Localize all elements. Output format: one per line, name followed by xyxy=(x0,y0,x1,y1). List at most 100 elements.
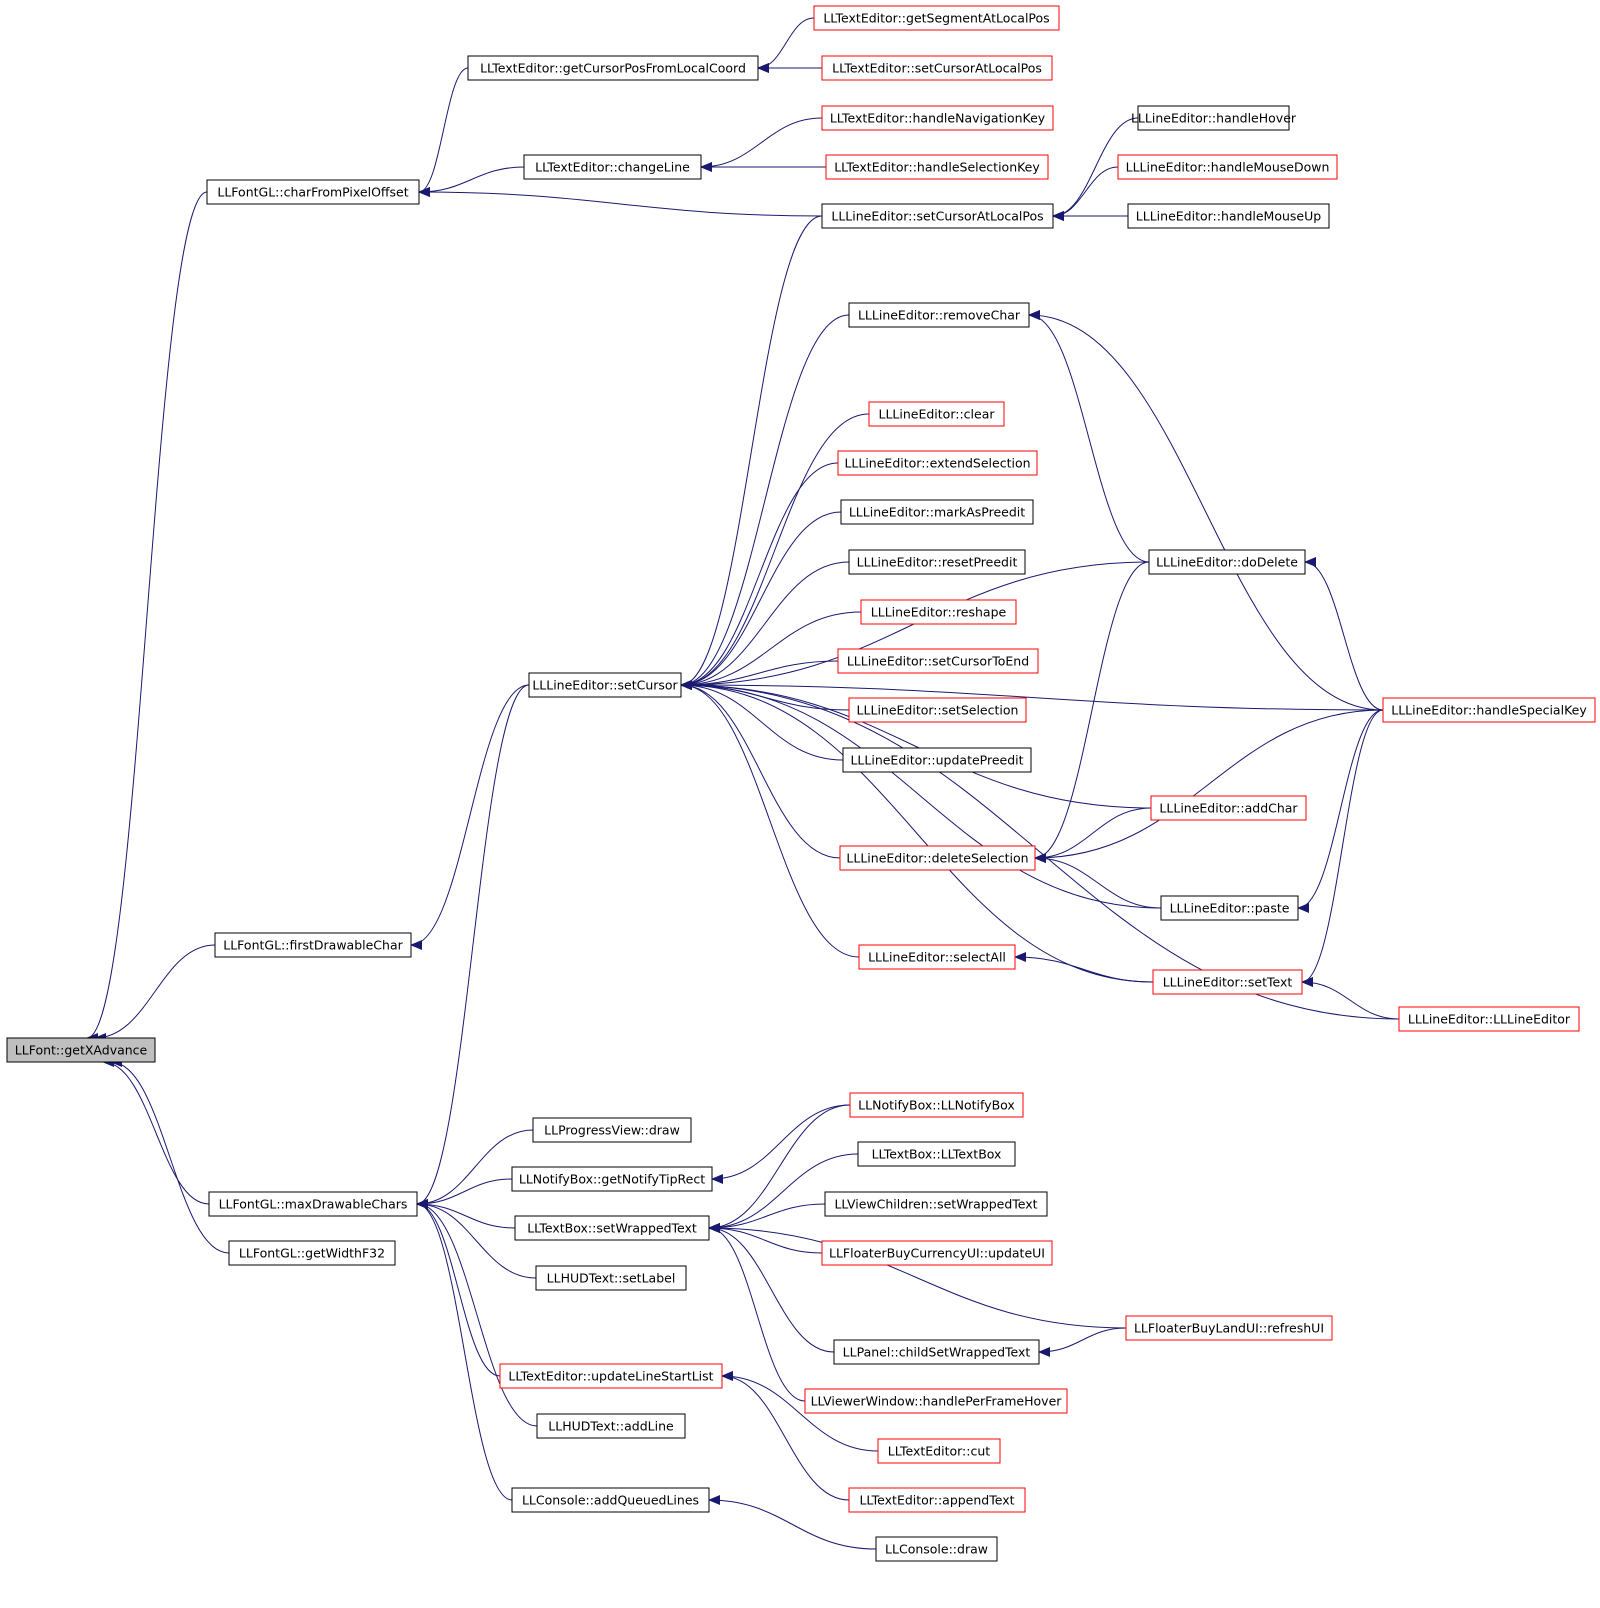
node-clear[interactable]: LLLineEditor::clear xyxy=(868,401,1005,427)
node-resetPreedit[interactable]: LLLineEditor::resetPreedit xyxy=(848,549,1026,575)
call-edge-doDelete-to-removeChar xyxy=(1028,310,1150,563)
node-hudSetLabel[interactable]: LLHUDText::setLabel xyxy=(535,1265,687,1291)
node-getNotifyTipRect[interactable]: LLNotifyBox::getNotifyTipRect xyxy=(511,1166,713,1192)
node-label: LLTextEditor::appendText xyxy=(859,1493,1014,1508)
node-box xyxy=(1398,1006,1580,1032)
node-label: LLLineEditor::setCursor xyxy=(532,678,678,693)
node-box xyxy=(868,401,1005,427)
node-teCut[interactable]: LLTextEditor::cut xyxy=(877,1438,1001,1464)
node-label: LLLineEditor::removeChar xyxy=(858,308,1021,323)
call-edge-vcSetWrappedText-to-tbSetWrappedText xyxy=(708,1203,826,1233)
node-setText[interactable]: LLLineEditor::setText xyxy=(1152,969,1303,995)
call-edge-buyLandRefreshUI-to-childSetWrappedText xyxy=(1038,1327,1127,1357)
call-edge-progressDraw-to-maxDrawableChars xyxy=(416,1129,534,1209)
node-handleMouseDown[interactable]: LLLineEditor::handleMouseDown xyxy=(1117,154,1338,180)
node-getSegmentAtLocalPos[interactable]: LLTextEditor::getSegmentAtLocalPos xyxy=(813,5,1060,31)
call-edge-textBoxCtor-to-tbSetWrappedText xyxy=(708,1153,859,1233)
call-edge-updateLineStartList-to-maxDrawableChars xyxy=(416,1199,501,1377)
node-progressDraw[interactable]: LLProgressView::draw xyxy=(532,1117,692,1143)
node-label: LLConsole::addQueuedLines xyxy=(522,1493,699,1508)
node-label: LLLineEditor::markAsPreedit xyxy=(849,505,1025,520)
node-handlePerFrameHover[interactable]: LLViewerWindow::handlePerFrameHover xyxy=(804,1388,1068,1414)
call-edge-leSetCursorAtLocalPos-to-charFromPixelOffset xyxy=(418,187,823,217)
node-updatePreedit[interactable]: LLLineEditor::updatePreedit xyxy=(842,747,1032,773)
node-firstDrawableChar[interactable]: LLFontGL::firstDrawableChar xyxy=(214,932,412,958)
call-edge-charFromPixelOffset-to-root xyxy=(86,191,208,1043)
node-maxDrawableChars[interactable]: LLFontGL::maxDrawableChars xyxy=(208,1191,418,1217)
call-edge-reshape-to-setCursor xyxy=(680,611,862,690)
edges-layer xyxy=(86,17,1400,1550)
node-label: LLViewerWindow::handlePerFrameHover xyxy=(811,1394,1063,1409)
call-edge-removeChar-to-setCursor xyxy=(680,314,850,690)
node-deleteSelection[interactable]: LLLineEditor::deleteSelection xyxy=(839,845,1036,871)
node-handleMouseUp[interactable]: LLLineEditor::handleMouseUp xyxy=(1127,203,1330,229)
node-addQueuedLines[interactable]: LLConsole::addQueuedLines xyxy=(511,1487,710,1513)
node-appendText[interactable]: LLTextEditor::appendText xyxy=(848,1487,1026,1513)
call-edge-paste-to-deleteSelection xyxy=(1034,853,1162,909)
node-vcSetWrappedText[interactable]: LLViewChildren::setWrappedText xyxy=(824,1191,1048,1217)
node-root[interactable]: LLFont::getXAdvance xyxy=(6,1037,156,1063)
node-label: LLTextEditor::handleSelectionKey xyxy=(834,160,1040,175)
node-buyCurrencyUpdateUI[interactable]: LLFloaterBuyCurrencyUI::updateUI xyxy=(821,1240,1053,1266)
node-box xyxy=(821,1240,1053,1266)
call-edge-handleSpecialKey-to-setText xyxy=(1301,709,1384,987)
node-box xyxy=(804,1388,1068,1414)
node-paste[interactable]: LLLineEditor::paste xyxy=(1160,895,1299,921)
node-label: LLTextBox::setWrappedText xyxy=(527,1221,697,1236)
node-box xyxy=(514,1215,710,1241)
node-selectAll[interactable]: LLLineEditor::selectAll xyxy=(858,944,1016,970)
node-box xyxy=(532,1117,692,1143)
node-label: LLLineEditor::doDelete xyxy=(1156,555,1298,570)
node-notifyBoxCtor[interactable]: LLNotifyBox::LLNotifyBox xyxy=(849,1092,1024,1118)
node-label: LLLineEditor::setSelection xyxy=(857,703,1019,718)
node-label: LLConsole::draw xyxy=(885,1542,988,1557)
node-charFromPixelOffset[interactable]: LLFontGL::charFromPixelOffset xyxy=(206,179,420,205)
call-edge-selectAll-to-setCursor xyxy=(680,680,860,958)
call-edge-llLineEditorCtor-to-setText xyxy=(1301,977,1400,1020)
node-box xyxy=(1382,697,1596,723)
node-llLineEditorCtor[interactable]: LLLineEditor::LLLineEditor xyxy=(1398,1006,1580,1032)
node-addChar[interactable]: LLLineEditor::addChar xyxy=(1150,795,1307,821)
node-box xyxy=(858,944,1016,970)
node-reshape[interactable]: LLLineEditor::reshape xyxy=(860,599,1017,625)
node-getCursorPosFromLocalCoord[interactable]: LLTextEditor::getCursorPosFromLocalCoord xyxy=(467,55,759,81)
node-label: LLLineEditor::handleSpecialKey xyxy=(1391,703,1587,718)
node-textBoxCtor[interactable]: LLTextBox::LLTextBox xyxy=(857,1141,1016,1167)
node-box xyxy=(833,1339,1040,1365)
node-label: LLFontGL::getWidthF32 xyxy=(239,1246,385,1261)
node-label: LLLineEditor::setText xyxy=(1163,975,1293,990)
node-label: LLLineEditor::clear xyxy=(878,407,995,422)
node-removeChar[interactable]: LLLineEditor::removeChar xyxy=(848,302,1030,328)
node-setCursorToEnd[interactable]: LLLineEditor::setCursorToEnd xyxy=(837,648,1039,674)
node-setCursor[interactable]: LLLineEditor::setCursor xyxy=(528,672,682,698)
node-label: LLNotifyBox::LLNotifyBox xyxy=(858,1098,1015,1113)
node-handleHover[interactable]: LLLineEditor::handleHover xyxy=(1131,105,1297,131)
call-edge-getNotifyTipRect-to-maxDrawableChars xyxy=(416,1178,513,1209)
node-extendSelection[interactable]: LLLineEditor::extendSelection xyxy=(837,450,1038,476)
call-edge-addChar-to-deleteSelection xyxy=(1034,807,1152,863)
node-consoleDraw[interactable]: LLConsole::draw xyxy=(875,1536,998,1562)
call-edge-updatePreedit-to-setCursor xyxy=(680,680,844,761)
node-handleSelectionKey[interactable]: LLTextEditor::handleSelectionKey xyxy=(825,154,1049,180)
node-box xyxy=(1125,1315,1333,1341)
node-handleNavigationKey[interactable]: LLTextEditor::handleNavigationKey xyxy=(821,105,1054,131)
node-hudAddLine[interactable]: LLHUDText::addLine xyxy=(536,1413,686,1439)
node-changeLine[interactable]: LLTextEditor::changeLine xyxy=(523,154,702,180)
node-label: LLLineEditor::deleteSelection xyxy=(846,851,1028,866)
node-setSelection[interactable]: LLLineEditor::setSelection xyxy=(848,697,1027,723)
node-updateLineStartList[interactable]: LLTextEditor::updateLineStartList xyxy=(499,1363,723,1389)
node-handleSpecialKey[interactable]: LLLineEditor::handleSpecialKey xyxy=(1382,697,1596,723)
node-box xyxy=(228,1240,396,1266)
node-tbSetWrappedText[interactable]: LLTextBox::setWrappedText xyxy=(514,1215,710,1241)
call-edge-maxDrawableChars-to-root xyxy=(102,1057,210,1205)
node-markAsPreedit[interactable]: LLLineEditor::markAsPreedit xyxy=(840,499,1034,525)
node-getWidthF32[interactable]: LLFontGL::getWidthF32 xyxy=(228,1240,396,1266)
node-teSetCursorAtLocalPos[interactable]: LLTextEditor::setCursorAtLocalPos xyxy=(821,55,1053,81)
node-buyLandRefreshUI[interactable]: LLFloaterBuyLandUI::refreshUI xyxy=(1125,1315,1333,1341)
node-box xyxy=(511,1166,713,1192)
node-leSetCursorAtLocalPos[interactable]: LLLineEditor::setCursorAtLocalPos xyxy=(821,203,1054,229)
node-label: LLLineEditor::updatePreedit xyxy=(850,753,1023,768)
node-doDelete[interactable]: LLLineEditor::doDelete xyxy=(1148,549,1306,575)
node-childSetWrappedText[interactable]: LLPanel::childSetWrappedText xyxy=(833,1339,1040,1365)
node-box xyxy=(857,1141,1016,1167)
